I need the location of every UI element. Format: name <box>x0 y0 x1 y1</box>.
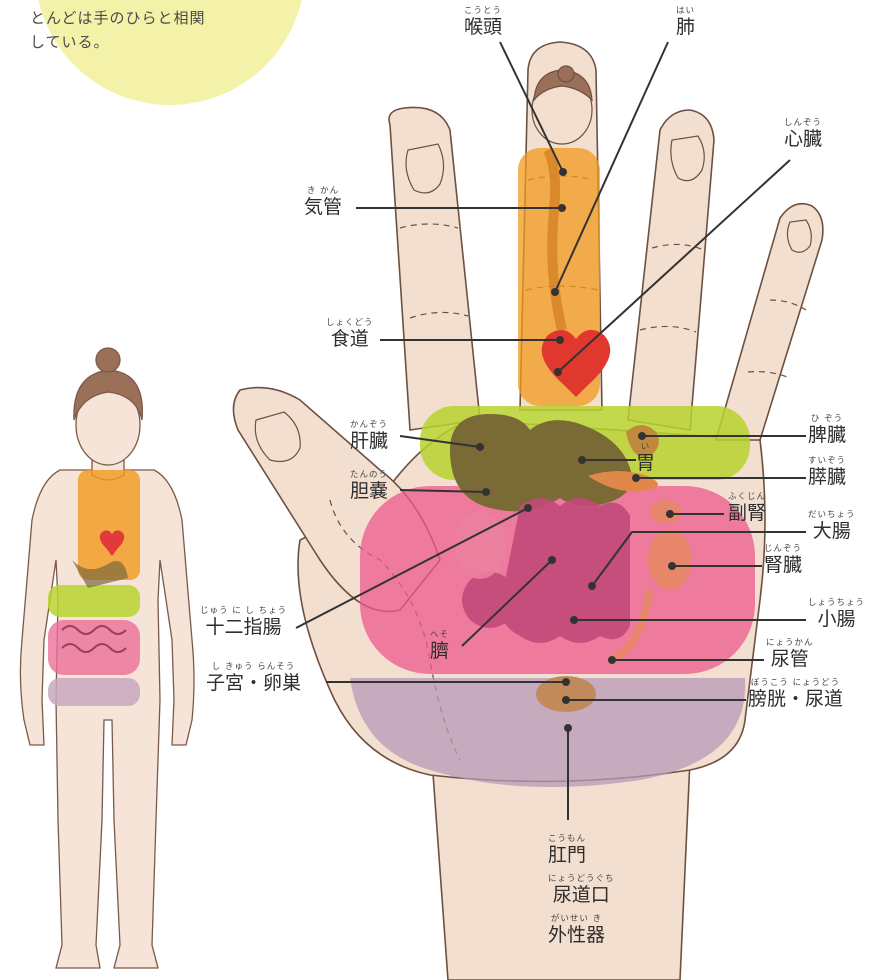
label-anus-ruby: こうもん <box>548 834 586 844</box>
label-ureter: にょうかん 尿管 <box>766 638 814 670</box>
label-lung-text: 肺 <box>676 16 695 38</box>
label-bladder-urethra: ぼうこう にょうどう 膀胱・尿道 <box>748 678 843 710</box>
label-navel-text: 臍 <box>430 640 449 662</box>
label-larynx-ruby: こうとう <box>464 6 502 16</box>
label-kidney-text: 腎臓 <box>764 554 802 576</box>
label-lung: はい 肺 <box>676 6 695 38</box>
label-navel-ruby: へそ <box>430 630 449 640</box>
label-large-intestine-text: 大腸 <box>808 520 856 542</box>
label-liver-ruby: かんぞう <box>350 420 388 430</box>
label-uterus-ovary: し きゅう らんそう 子宮・卵巣 <box>206 662 301 694</box>
label-duodenum: じゅう に し ちょう 十二指腸 <box>200 606 287 638</box>
label-adrenal-ruby: ふくじん <box>728 492 766 502</box>
intro-line-1: とんどは手のひらと相関 <box>30 6 280 30</box>
intro-line-2: している。 <box>30 30 280 54</box>
label-urethral-opening: にょうどうぐち 尿道口 <box>548 874 615 906</box>
label-gallbladder-text: 胆嚢 <box>350 480 388 502</box>
label-larynx-text: 喉頭 <box>464 16 502 38</box>
label-heart-ruby: しんぞう <box>784 118 822 128</box>
label-liver-text: 肝臓 <box>350 430 388 452</box>
label-bladder-urethra-text: 膀胱・尿道 <box>748 688 843 710</box>
label-trachea-text: 気管 <box>304 196 342 218</box>
label-pancreas: すいぞう 膵臓 <box>808 456 846 488</box>
intro-text: とんどは手のひらと相関 している。 <box>30 6 280 54</box>
label-anus-text: 肛門 <box>548 844 586 866</box>
label-genitals-text: 外性器 <box>548 924 605 946</box>
label-small-intestine: しょうちょう 小腸 <box>808 598 865 630</box>
label-gallbladder: たんのう 胆嚢 <box>350 470 388 502</box>
label-urethral-opening-text: 尿道口 <box>548 884 615 906</box>
label-genitals: がいせい き 外性器 <box>548 914 605 946</box>
label-trachea-ruby: き かん <box>304 186 342 196</box>
label-uterus-ovary-ruby: し きゅう らんそう <box>206 662 301 672</box>
label-ureter-ruby: にょうかん <box>766 638 814 648</box>
label-stomach-ruby: い <box>636 442 655 452</box>
label-stomach-text: 胃 <box>636 452 655 474</box>
label-adrenal-text: 副腎 <box>728 502 766 524</box>
label-esophagus-text: 食道 <box>326 328 374 350</box>
label-anus: こうもん 肛門 <box>548 834 586 866</box>
label-pancreas-text: 膵臓 <box>808 466 846 488</box>
label-lung-ruby: はい <box>676 6 695 16</box>
label-bladder-urethra-ruby: ぼうこう にょうどう <box>748 678 843 688</box>
label-spleen-text: 脾臓 <box>808 424 846 446</box>
label-stomach: い 胃 <box>636 442 655 474</box>
label-esophagus: しょくどう 食道 <box>326 318 374 350</box>
label-uterus-ovary-text: 子宮・卵巣 <box>206 672 301 694</box>
label-larynx: こうとう 喉頭 <box>464 6 502 38</box>
label-heart-text: 心臓 <box>784 128 822 150</box>
label-gallbladder-ruby: たんのう <box>350 470 388 480</box>
label-navel: へそ 臍 <box>430 630 449 662</box>
label-ureter-text: 尿管 <box>766 648 814 670</box>
label-small-intestine-text: 小腸 <box>808 608 865 630</box>
label-large-intestine-ruby: だいちょう <box>808 510 856 520</box>
label-large-intestine: だいちょう 大腸 <box>808 510 856 542</box>
label-urethral-opening-ruby: にょうどうぐち <box>548 874 615 884</box>
label-kidney: じんぞう 腎臓 <box>764 544 802 576</box>
label-liver: かんぞう 肝臓 <box>350 420 388 452</box>
label-genitals-ruby: がいせい き <box>548 914 605 924</box>
label-small-intestine-ruby: しょうちょう <box>808 598 865 608</box>
label-spleen-ruby: ひ ぞう <box>808 414 846 424</box>
label-esophagus-ruby: しょくどう <box>326 318 374 328</box>
label-duodenum-text: 十二指腸 <box>200 616 287 638</box>
label-duodenum-ruby: じゅう に し ちょう <box>200 606 287 616</box>
label-heart: しんぞう 心臓 <box>784 118 822 150</box>
label-adrenal: ふくじん 副腎 <box>728 492 766 524</box>
label-pancreas-ruby: すいぞう <box>808 456 846 466</box>
label-spleen: ひ ぞう 脾臓 <box>808 414 846 446</box>
label-kidney-ruby: じんぞう <box>764 544 802 554</box>
label-trachea: き かん 気管 <box>304 186 342 218</box>
